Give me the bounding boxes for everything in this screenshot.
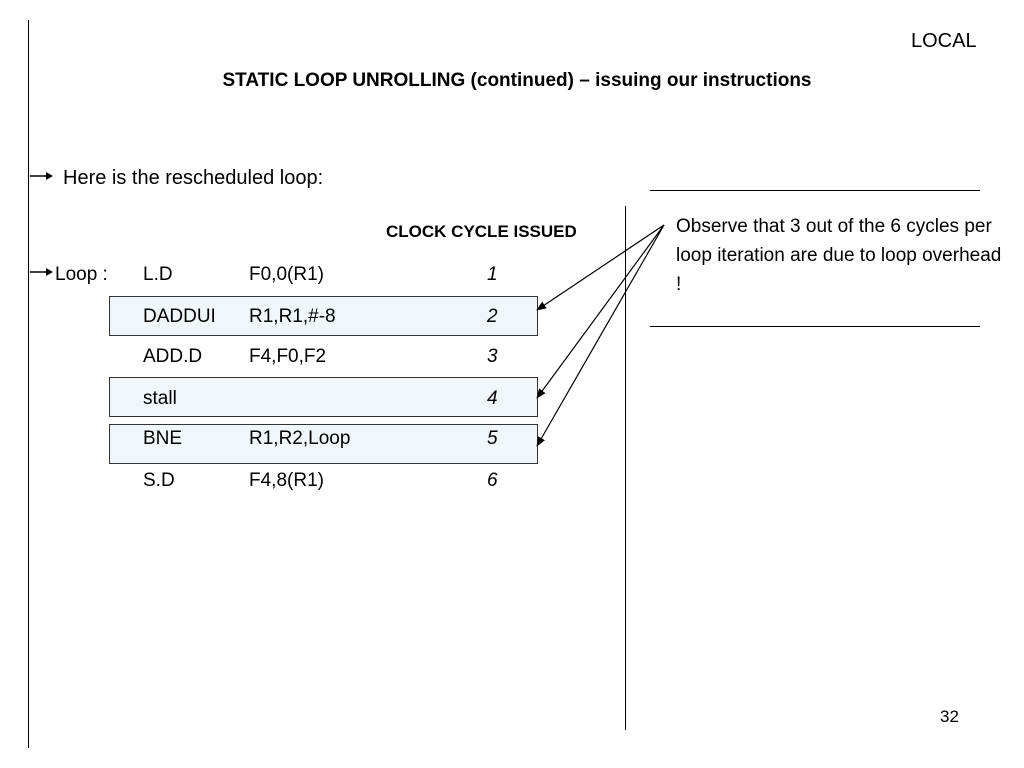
slide-title: STATIC LOOP UNROLLING (continued) – issu… bbox=[222, 70, 812, 91]
instruction-args: F4,F0,F2 bbox=[249, 346, 327, 367]
note-bottom-rule bbox=[650, 326, 980, 327]
arrow-right-icon bbox=[30, 172, 53, 180]
page-number: 32 bbox=[940, 707, 959, 726]
column-divider-line bbox=[625, 206, 626, 730]
corner-label: LOCAL bbox=[911, 30, 977, 52]
instruction-args: F4,8(R1) bbox=[249, 470, 324, 491]
overhead-note: Observe that 3 out of the 6 cycles per l… bbox=[676, 216, 1002, 295]
instruction-op: L.D bbox=[143, 264, 173, 285]
clock-cycle: 1 bbox=[487, 264, 498, 285]
instruction-args: F0,0(R1) bbox=[249, 264, 324, 285]
clock-cycle: 4 bbox=[487, 388, 498, 409]
instruction-op: S.D bbox=[143, 470, 175, 491]
arrow-right-icon bbox=[30, 268, 53, 276]
intro-text: Here is the rescheduled loop: bbox=[63, 167, 324, 189]
clock-cycle: 2 bbox=[487, 306, 498, 327]
clock-cycle: 6 bbox=[487, 470, 498, 491]
highlight-box-daddui bbox=[109, 296, 538, 336]
clock-cycle: 5 bbox=[487, 428, 498, 449]
instruction-args: R1,R1,#-8 bbox=[249, 306, 336, 327]
left-margin-line bbox=[28, 20, 29, 748]
arrow-to-daddui bbox=[536, 224, 665, 311]
instruction-op: ADD.D bbox=[143, 346, 203, 367]
instruction-op: stall bbox=[143, 388, 177, 409]
clock-cycle: 3 bbox=[487, 346, 498, 367]
instruction-args: R1,R2,Loop bbox=[249, 428, 351, 449]
instruction-op: BNE bbox=[143, 428, 183, 449]
arrow-to-stall bbox=[536, 224, 665, 399]
note-top-rule bbox=[650, 190, 980, 191]
instruction-op: DADDUI bbox=[143, 306, 216, 327]
arrow-to-bne bbox=[536, 224, 665, 447]
highlight-box-bne bbox=[109, 424, 538, 464]
highlight-box-stall bbox=[109, 377, 538, 417]
loop-label: Loop : bbox=[55, 264, 108, 285]
column-header: CLOCK CYCLE ISSUED bbox=[386, 222, 577, 241]
